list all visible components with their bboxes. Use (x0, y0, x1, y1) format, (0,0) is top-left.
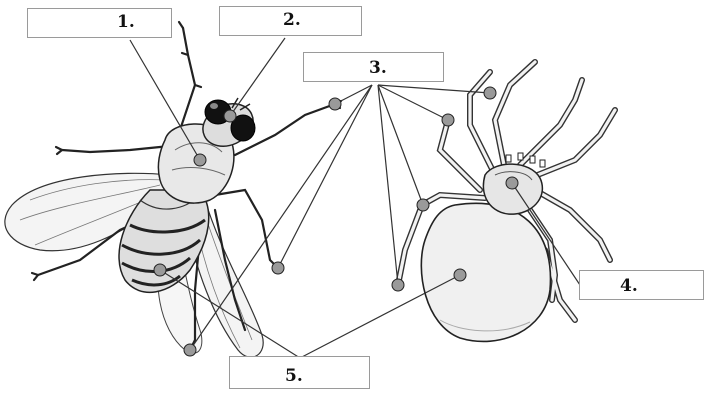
spider-abdomen (421, 203, 550, 341)
label-5: 5. (282, 366, 306, 386)
leader-3g (378, 85, 398, 285)
fly-icon (5, 22, 341, 357)
label-4: 4. (617, 276, 641, 296)
label-box-4[interactable] (579, 270, 704, 300)
leader-3b (278, 85, 372, 268)
leader-3f (378, 85, 423, 205)
leader-3e (378, 85, 448, 120)
label-box-1[interactable] (27, 8, 172, 38)
label-3: 3. (366, 58, 390, 78)
label-1: 1. (114, 12, 138, 32)
label-2: 2. (280, 10, 304, 30)
leader-2 (230, 38, 285, 116)
